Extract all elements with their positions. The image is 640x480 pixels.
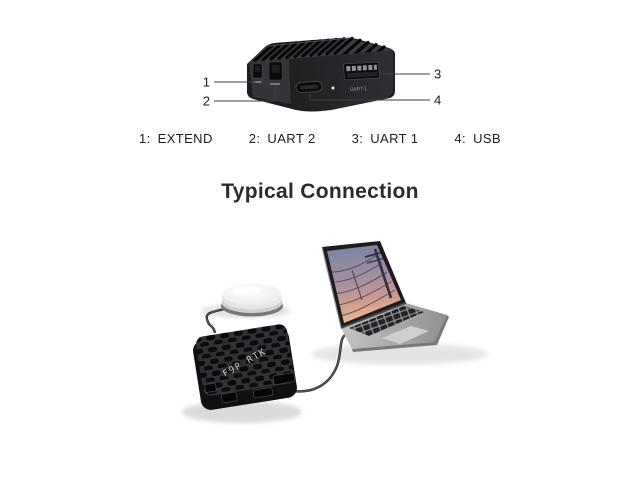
- laptop: [321, 241, 449, 352]
- receiver-fins-icon: [196, 324, 295, 396]
- callout-line-2: [214, 85, 276, 102]
- legend-num: 2:: [248, 131, 261, 146]
- port-extend: [252, 63, 263, 83]
- callout-lines: [214, 73, 430, 102]
- gnss-antenna: [221, 283, 283, 317]
- callout-number-2: 2: [203, 94, 210, 109]
- legend-name: EXTEND: [157, 131, 213, 146]
- legend-num: 4:: [454, 131, 467, 146]
- device-port-diagram: UART1 1 2 3 4: [203, 36, 441, 112]
- antenna-highlight: [231, 286, 261, 296]
- legend-item-usb: 4: USB: [454, 131, 501, 146]
- legend-name: USB: [473, 131, 502, 146]
- laptop-keyboard: [349, 306, 424, 336]
- callout-number-1: 1: [203, 75, 210, 90]
- laptop-base: [341, 303, 447, 349]
- connection-illustration: F9P RTK: [182, 241, 488, 423]
- legend-item-uart2: 2: UART 2: [249, 131, 316, 146]
- usb-cable: [282, 334, 346, 393]
- legend-item-extend: 1: EXTEND: [139, 131, 213, 146]
- device-photo: UART1: [247, 36, 395, 112]
- status-led-icon: [331, 86, 335, 90]
- port-legend: 1: EXTEND 2: UART 2 3: UART 1 4: USB: [0, 131, 640, 146]
- laptop-trackpad: [382, 326, 429, 344]
- port-usb: [295, 81, 323, 93]
- port-uart2: [268, 61, 283, 85]
- callout-number-3: 3: [434, 67, 441, 82]
- device-front-print: UART1: [350, 86, 368, 93]
- laptop-hinge: [340, 302, 407, 329]
- rtk-receiver: F9P RTK: [193, 324, 297, 410]
- port-uart1: [343, 61, 380, 81]
- legend-name: UART 1: [370, 131, 419, 146]
- receiver-ports: [204, 372, 296, 404]
- page-title: Typical Connection: [221, 180, 419, 203]
- legend-num: 1:: [138, 131, 151, 146]
- callout-number-4: 4: [434, 93, 441, 108]
- legend-item-uart1: 3: UART 1: [352, 131, 419, 146]
- callout-line-4: [309, 93, 430, 101]
- legend-num: 3:: [351, 131, 364, 146]
- laptop-front-edge: [352, 315, 449, 352]
- laptop-screen: [327, 245, 401, 323]
- legend-name: UART 2: [267, 131, 316, 146]
